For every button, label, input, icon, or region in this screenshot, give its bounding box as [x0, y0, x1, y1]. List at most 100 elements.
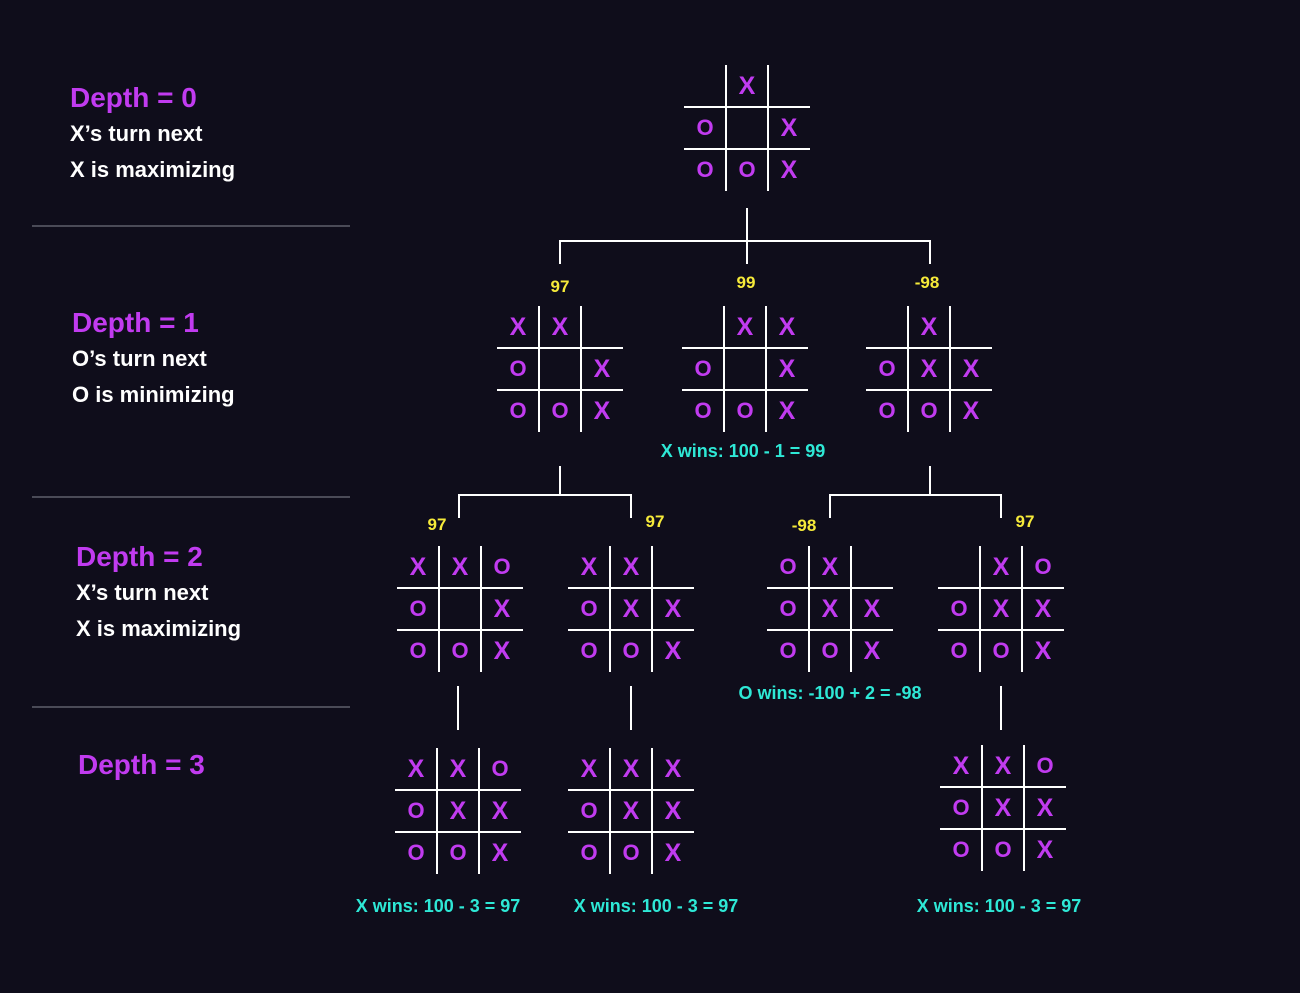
x-mark: X [778, 396, 796, 425]
o-mark: O [580, 596, 598, 621]
board-grid-line [609, 546, 611, 672]
board-grid-line [568, 629, 694, 631]
board-grid-line [938, 587, 1064, 589]
x-mark: X [863, 594, 881, 623]
x-mark: X [664, 594, 682, 623]
empty-cell [539, 348, 581, 390]
board-grid-line [568, 789, 694, 791]
o-mark: O [779, 638, 797, 663]
o-mark: O [622, 840, 640, 865]
board-grid-line [684, 148, 810, 150]
o-mark: O [696, 115, 714, 140]
o-mark: O [407, 798, 425, 823]
o-mark: O [694, 356, 712, 381]
o-mark: O [950, 638, 968, 663]
board-grid-line [850, 546, 852, 672]
x-mark: X [580, 552, 598, 581]
x-mark: X [952, 751, 970, 780]
o-mark: O [696, 157, 714, 182]
o-mark: O [994, 837, 1012, 862]
o-mark: O [992, 638, 1010, 663]
tree-connector [829, 494, 1002, 496]
x-mark: X [778, 312, 796, 341]
tree-connector [559, 466, 561, 496]
x-mark: X [551, 312, 569, 341]
board-grid-line [651, 748, 653, 874]
x-mark: X [451, 552, 469, 581]
o-mark: O [409, 638, 427, 663]
empty-cell [684, 65, 726, 107]
x-mark: X [778, 354, 796, 383]
depth-divider [32, 706, 350, 708]
x-mark: X [622, 754, 640, 783]
board-grid-line [478, 748, 480, 874]
x-mark: X [622, 594, 640, 623]
depth-title: Depth = 0 [70, 82, 197, 113]
empty-cell [938, 546, 980, 588]
x-mark: X [409, 552, 427, 581]
o-mark: O [580, 798, 598, 823]
board-grid-line [767, 587, 893, 589]
depth-turn-text: X’s turn next [70, 121, 203, 146]
board-grid-line [497, 347, 623, 349]
board-grid-line [1021, 546, 1023, 672]
node-score: 97 [427, 515, 447, 534]
board-grid-line [568, 831, 694, 833]
board-grid-line [725, 65, 727, 191]
o-mark: O [779, 596, 797, 621]
o-mark: O [509, 356, 527, 381]
empty-cell [866, 306, 908, 348]
x-mark: X [994, 751, 1012, 780]
x-mark: X [736, 312, 754, 341]
board-grid-line [436, 748, 438, 874]
x-mark: X [780, 113, 798, 142]
terminal-result: X wins: 100 - 3 = 97 [573, 896, 739, 916]
x-mark: X [449, 754, 467, 783]
o-mark: O [738, 157, 756, 182]
x-mark: X [1034, 594, 1052, 623]
x-mark: X [493, 594, 511, 623]
tree-connector [559, 240, 931, 242]
empty-cell [581, 306, 623, 348]
x-mark: X [493, 636, 511, 665]
tree-connector [458, 494, 632, 496]
o-mark: O [580, 840, 598, 865]
tree-connector [630, 686, 632, 730]
o-mark: O [878, 398, 896, 423]
depth-role-text: X is maximizing [76, 616, 242, 641]
tree-connector [929, 240, 931, 264]
board-grid-line [1023, 745, 1025, 871]
board-grid-line [580, 306, 582, 432]
node-score: 97 [1015, 512, 1035, 531]
x-mark: X [580, 754, 598, 783]
o-mark: O [920, 398, 938, 423]
o-mark: O [694, 398, 712, 423]
x-mark: X [1036, 793, 1054, 822]
o-mark: O [622, 638, 640, 663]
x-mark: X [449, 796, 467, 825]
depth-title: Depth = 3 [78, 749, 205, 780]
empty-cell [726, 107, 768, 149]
board-grid-line [940, 828, 1066, 830]
board-grid-line [682, 347, 808, 349]
x-mark: X [738, 71, 756, 100]
board-grid-line [480, 546, 482, 672]
board-grid-line [397, 587, 523, 589]
tree-connector [630, 494, 632, 518]
depth-role-text: O is minimizing [72, 382, 235, 407]
tree-connector [829, 494, 831, 518]
node-score: 97 [645, 512, 665, 531]
x-mark: X [821, 552, 839, 581]
board-grid-line [682, 389, 808, 391]
board-grid-line [808, 546, 810, 672]
board-grid-line [907, 306, 909, 432]
board-grid-line [651, 546, 653, 672]
